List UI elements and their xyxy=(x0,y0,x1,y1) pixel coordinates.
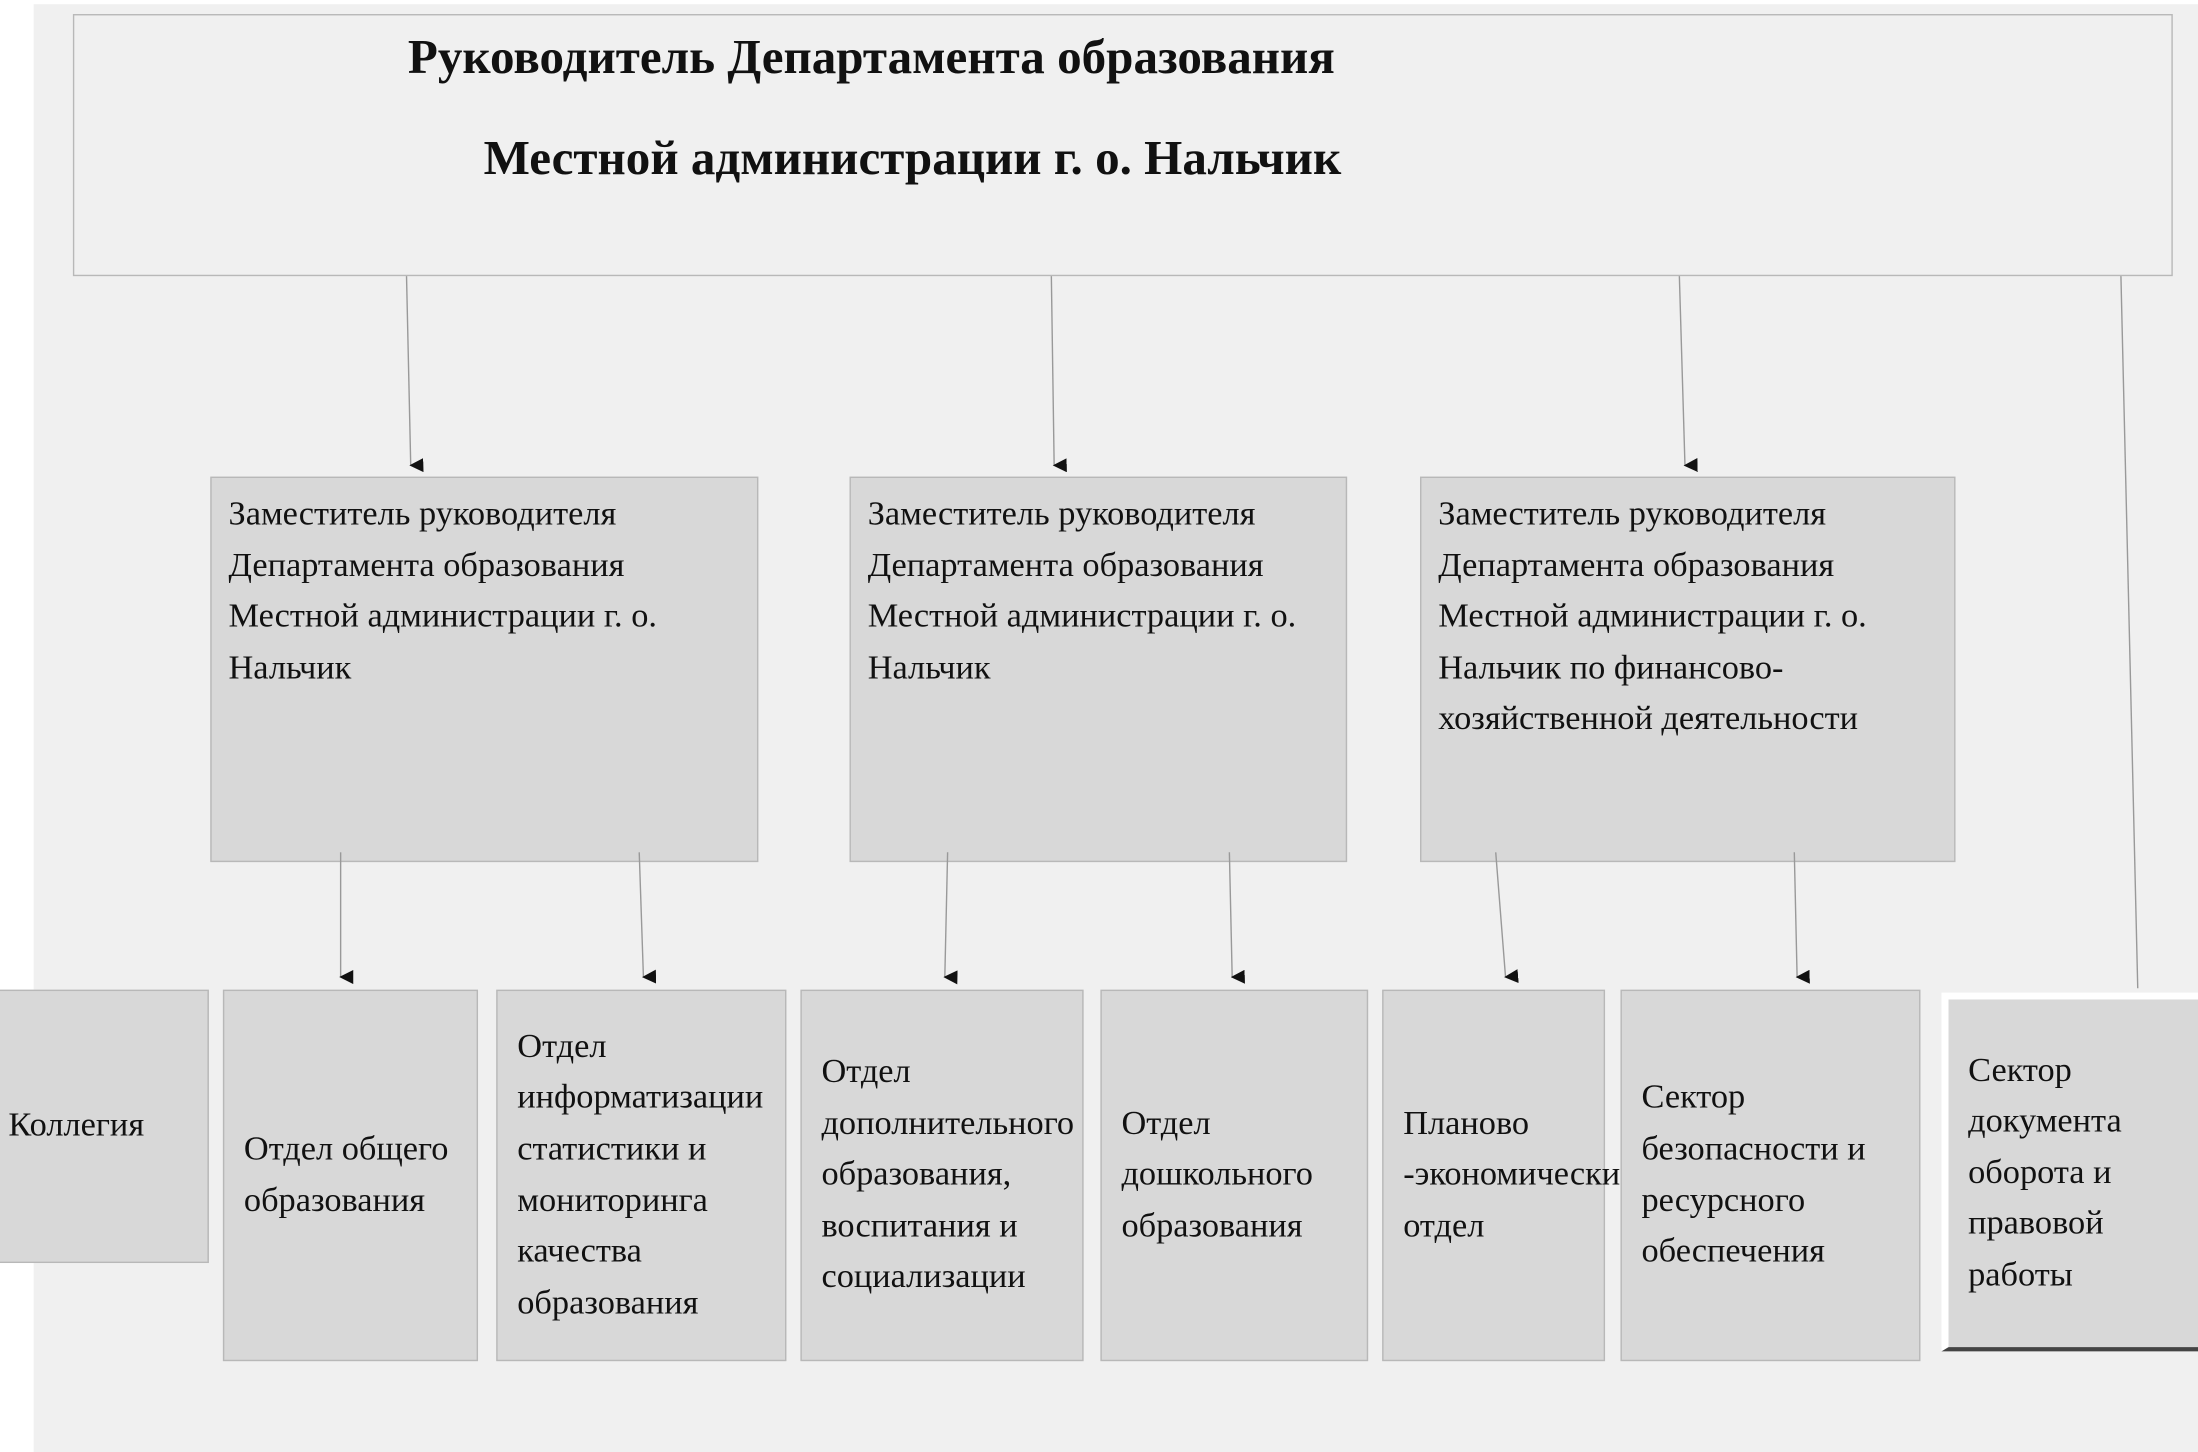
connector-arrow xyxy=(1228,852,1245,984)
connector-arrow xyxy=(1495,852,1519,984)
connector-arrow xyxy=(1678,276,1698,473)
connector-arrow xyxy=(638,852,657,984)
connector-arrow xyxy=(1050,276,1067,473)
deputy-box-3: Заместитель руководителя Департамента об… xyxy=(1420,476,1956,863)
head-title-line1: Руководитель Департамента образования xyxy=(407,29,1335,85)
unit-label: Планово -экономический отдел xyxy=(1403,1104,1639,1245)
connector-arrow xyxy=(405,276,424,473)
connector-arrow xyxy=(1793,852,1810,984)
unit-planning-economic: Планово -экономический отдел xyxy=(1382,989,1639,1362)
unit-label: Отдел дошкольного образования xyxy=(1121,1104,1313,1245)
head-of-department-box: Руководитель Департамента образования Ме… xyxy=(72,14,2173,277)
connector-arrow xyxy=(943,852,958,985)
connector-line xyxy=(2120,276,2139,989)
unit-preschool-education: Отдел дошкольного образования xyxy=(1100,989,1369,1362)
unit-collegium: Коллегия xyxy=(0,989,209,1264)
unit-label: Сектор документа оборота и правовой рабо… xyxy=(1968,1050,2122,1294)
head-title-line2: Местной администрации г. о. Нальчик xyxy=(483,130,1342,186)
unit-label: Отдел дополнительного образования, воспи… xyxy=(821,1052,1075,1296)
deputy-box-1: Заместитель руководителя Департамента об… xyxy=(210,476,759,863)
unit-label: Отдел информатизации статистики и монито… xyxy=(517,1027,764,1322)
unit-additional-education: Отдел дополнительного образования, воспи… xyxy=(800,989,1084,1362)
unit-security-resources: Сектор безопасности и ресурсного обеспеч… xyxy=(1620,989,1921,1362)
unit-label: Коллегия xyxy=(8,1106,145,1145)
unit-general-education: Отдел общего образования xyxy=(222,989,479,1362)
unit-informatization: Отдел информатизации статистики и монито… xyxy=(496,989,787,1362)
unit-document-legal: Сектор документа оборота и правовой рабо… xyxy=(1941,992,2198,1352)
unit-label: Отдел общего образования xyxy=(243,1129,449,1219)
deputy-box-2: Заместитель руководителя Департамента об… xyxy=(849,476,1348,863)
unit-label: Сектор безопасности и ресурсного обеспеч… xyxy=(1641,1078,1866,1271)
